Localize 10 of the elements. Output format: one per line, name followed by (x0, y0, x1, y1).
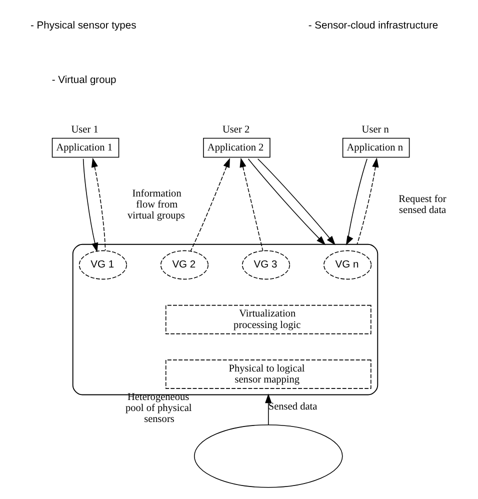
node-label: User 1 (70, 124, 98, 136)
legend-label: - Physical sensor types (30, 20, 136, 32)
edge-label: Sensed data (268, 401, 317, 412)
label: Information flow from virtual groups (126, 188, 184, 222)
label: Request for sensed data (398, 194, 446, 216)
legend-label: - Sensor-cloud infrastructure (308, 20, 438, 32)
node-label: Heterogeneous pool of physical sensors (125, 392, 192, 426)
legend-label: - Virtual group (51, 75, 116, 86)
node-label: User 2 (222, 124, 250, 136)
node-label: User n (361, 124, 388, 136)
